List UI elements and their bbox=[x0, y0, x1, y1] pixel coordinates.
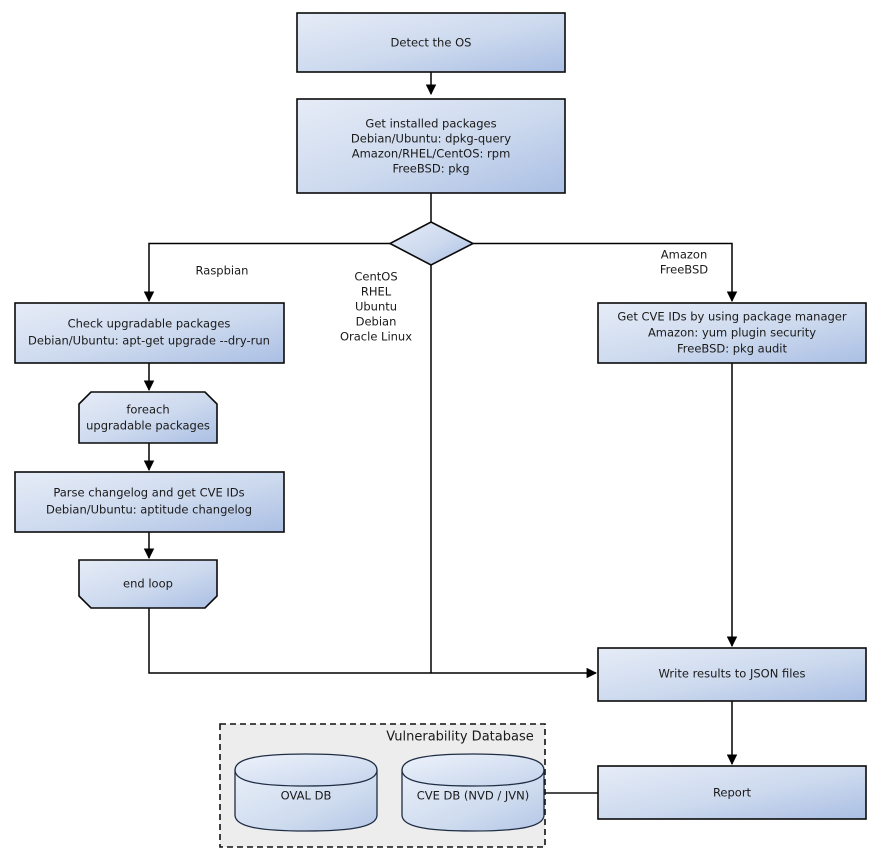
edge-label-center-line-3: Debian bbox=[356, 315, 397, 329]
node-os-decision[interactable] bbox=[388, 221, 475, 266]
group-vulnerability-database-title: Vulnerability Database bbox=[386, 730, 533, 745]
node-report-box[interactable] bbox=[597, 765, 867, 820]
db-cylinder-cve[interactable]: CVE DB (NVD / JVN) bbox=[401, 753, 545, 832]
node-get-cve-ids[interactable]: Get CVE IDs by using package manager Ama… bbox=[597, 302, 867, 364]
node-check-upgradable-box[interactable] bbox=[14, 302, 285, 364]
edge-decision-to-check-upgradable bbox=[143, 242, 390, 303]
db-cylinder-oval-top bbox=[234, 753, 378, 787]
db-cylinder-cve-label: CVE DB (NVD / JVN) bbox=[417, 789, 530, 803]
node-get-installed-packages-line-1: Debian/Ubuntu: dpkg-query bbox=[351, 132, 511, 146]
edge-label-center-line-1: RHEL bbox=[361, 285, 392, 299]
edge-label-raspbian: Raspbian bbox=[196, 264, 249, 278]
node-get-installed-packages-line-0: Get installed packages bbox=[365, 117, 496, 131]
node-foreach-loop-line-0: foreach bbox=[126, 403, 169, 417]
node-get-installed-packages-line-2: Amazon/RHEL/CentOS: rpm bbox=[352, 147, 511, 161]
node-get-cve-ids-box[interactable] bbox=[597, 302, 867, 364]
node-end-loop[interactable]: end loop bbox=[78, 559, 218, 609]
node-detect-os[interactable]: Detect the OS bbox=[296, 12, 566, 73]
edge-label-right-line-1: FreeBSD bbox=[660, 263, 708, 277]
edge-label-center-distros: CentOS RHEL Ubuntu Debian Oracle Linux bbox=[340, 270, 412, 344]
edge-label-raspbian-line-0: Raspbian bbox=[196, 264, 249, 278]
edge-decision-to-get-cve-ids bbox=[473, 242, 738, 303]
node-detect-os-box[interactable] bbox=[296, 12, 566, 73]
node-get-installed-packages-line-3: FreeBSD: pkg bbox=[392, 162, 469, 176]
node-get-cve-ids-line-1: Amazon: yum plugin security bbox=[648, 326, 816, 340]
node-check-upgradable-line-0: Check upgradable packages bbox=[68, 317, 231, 331]
db-cylinder-oval[interactable]: OVAL DB bbox=[234, 753, 378, 832]
node-os-decision-diamond[interactable] bbox=[388, 221, 475, 266]
group-vulnerability-database: Vulnerability Database OVAL DB CVE DB (N… bbox=[219, 723, 546, 848]
node-report-label: Report bbox=[713, 786, 752, 800]
node-foreach-loop-shape[interactable] bbox=[78, 391, 218, 444]
node-check-upgradable[interactable]: Check upgradable packages Debian/Ubuntu:… bbox=[14, 302, 285, 364]
db-cylinder-cve-top bbox=[401, 753, 545, 787]
node-get-cve-ids-line-0: Get CVE IDs by using package manager bbox=[617, 310, 847, 324]
node-end-loop-line-0: end loop bbox=[123, 577, 173, 591]
node-get-installed-packages-box[interactable] bbox=[296, 98, 566, 194]
node-get-cve-ids-line-2: FreeBSD: pkg audit bbox=[677, 342, 788, 356]
node-write-results-box[interactable] bbox=[597, 647, 867, 702]
node-detect-os-label: Detect the OS bbox=[391, 36, 472, 50]
node-get-installed-packages[interactable]: Get installed packages Debian/Ubuntu: dp… bbox=[296, 98, 566, 194]
node-end-loop-shape[interactable] bbox=[78, 559, 218, 609]
edge-label-right-line-0: Amazon bbox=[661, 248, 707, 262]
node-write-results-label: Write results to JSON files bbox=[659, 667, 806, 681]
node-parse-changelog-box[interactable] bbox=[14, 471, 285, 533]
node-parse-changelog-line-0: Parse changelog and get CVE IDs bbox=[53, 486, 244, 500]
node-foreach-loop[interactable]: foreach upgradable packages bbox=[78, 391, 218, 444]
node-foreach-loop-line-1: upgradable packages bbox=[86, 419, 210, 433]
edge-label-center-line-4: Oracle Linux bbox=[340, 330, 412, 344]
db-cylinder-oval-label: OVAL DB bbox=[281, 789, 332, 803]
node-write-results[interactable]: Write results to JSON files bbox=[597, 647, 867, 702]
edge-label-center-line-0: CentOS bbox=[354, 270, 397, 284]
edge-label-amazon-freebsd: Amazon FreeBSD bbox=[660, 248, 708, 277]
node-parse-changelog[interactable]: Parse changelog and get CVE IDs Debian/U… bbox=[14, 471, 285, 533]
edge-label-center-line-2: Ubuntu bbox=[355, 300, 397, 314]
connectors bbox=[143, 72, 738, 794]
node-parse-changelog-line-1: Debian/Ubuntu: aptitude changelog bbox=[46, 503, 252, 517]
node-report[interactable]: Report bbox=[597, 765, 867, 820]
edge-endloop-to-write-results bbox=[148, 608, 598, 679]
node-check-upgradable-line-1: Debian/Ubuntu: apt-get upgrade --dry-run bbox=[28, 334, 270, 348]
